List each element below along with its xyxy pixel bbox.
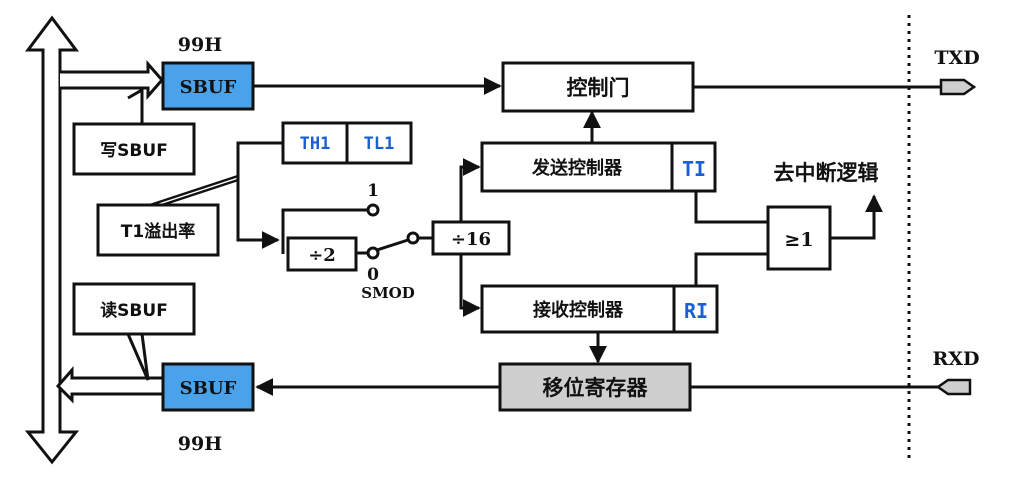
tl1-label: TL1 — [364, 134, 395, 154]
wire-or-to-interrupt — [830, 194, 883, 240]
smod-pos0: 0 — [367, 265, 379, 285]
svg-text:接收控制器: 接收控制器 — [533, 299, 624, 321]
interrupt-logic-label: 去中断逻辑 — [774, 161, 879, 185]
wire-div16-to-tx — [459, 158, 481, 222]
smod-pos1: 1 — [367, 181, 379, 201]
svg-text:移位寄存器: 移位寄存器 — [543, 376, 649, 400]
sbuf-rx-register[interactable]: SBUF — [161, 362, 255, 412]
svg-text:读SBUF: 读SBUF — [100, 300, 168, 321]
ri-flag: RI — [684, 299, 708, 323]
wire-t1-to-div2 — [236, 141, 283, 249]
svg-text:≥1: ≥1 — [784, 229, 813, 251]
wire-ti-to-or — [694, 191, 768, 224]
or-gate[interactable]: ≥1 — [766, 205, 832, 271]
sbuf-tx-label: SBUF — [180, 77, 237, 98]
sbuf-rx-label: SBUF — [180, 378, 237, 399]
wire-bypass-to-smod1 — [281, 208, 368, 254]
shift-register[interactable]: 移位寄存器 — [498, 362, 692, 412]
svg-text:写SBUF: 写SBUF — [100, 141, 168, 161]
svg-text:TXD: TXD — [934, 47, 979, 69]
ti-flag: TI — [682, 157, 706, 181]
internal-data-bus — [24, 15, 80, 465]
read-bus-arrow — [55, 366, 162, 404]
write-bus-arrow — [60, 60, 164, 100]
sbuf-tx-address: 99H — [178, 34, 222, 56]
sbuf-tx-register[interactable]: SBUF — [161, 61, 255, 111]
svg-text:÷16: ÷16 — [451, 229, 491, 250]
read-sbuf-callout: 读SBUF — [72, 282, 196, 381]
svg-text:发送控制器: 发送控制器 — [531, 157, 623, 179]
timer1-registers[interactable]: TH1 TL1 — [281, 121, 413, 165]
smod-switch[interactable]: 1 0 SMOD — [356, 181, 433, 302]
rxd-pin: RXD — [932, 348, 980, 396]
tx-controller[interactable]: 发送控制器 TI — [480, 141, 717, 193]
wire-div16-to-rx — [459, 254, 481, 317]
txd-pin: TXD — [934, 47, 980, 96]
svg-text:控制门: 控制门 — [567, 76, 630, 100]
svg-text:T1溢出率: T1溢出率 — [121, 221, 195, 242]
divide-by-2[interactable]: ÷2 — [286, 236, 358, 272]
t1-overflow-callout: T1溢出率 — [96, 174, 239, 257]
rx-controller[interactable]: 接收控制器 RI — [480, 284, 719, 334]
wire-ri-to-or — [694, 252, 768, 286]
smod-label: SMOD — [361, 284, 415, 302]
sbuf-rx-address: 99H — [178, 433, 222, 455]
svg-text:RXD: RXD — [932, 348, 979, 370]
th1-label: TH1 — [300, 134, 331, 154]
control-gate[interactable]: 控制门 — [501, 61, 695, 113]
write-sbuf-callout: 写SBUF — [72, 87, 196, 176]
divide-by-16[interactable]: ÷16 — [431, 220, 511, 256]
svg-text:÷2: ÷2 — [308, 245, 336, 266]
